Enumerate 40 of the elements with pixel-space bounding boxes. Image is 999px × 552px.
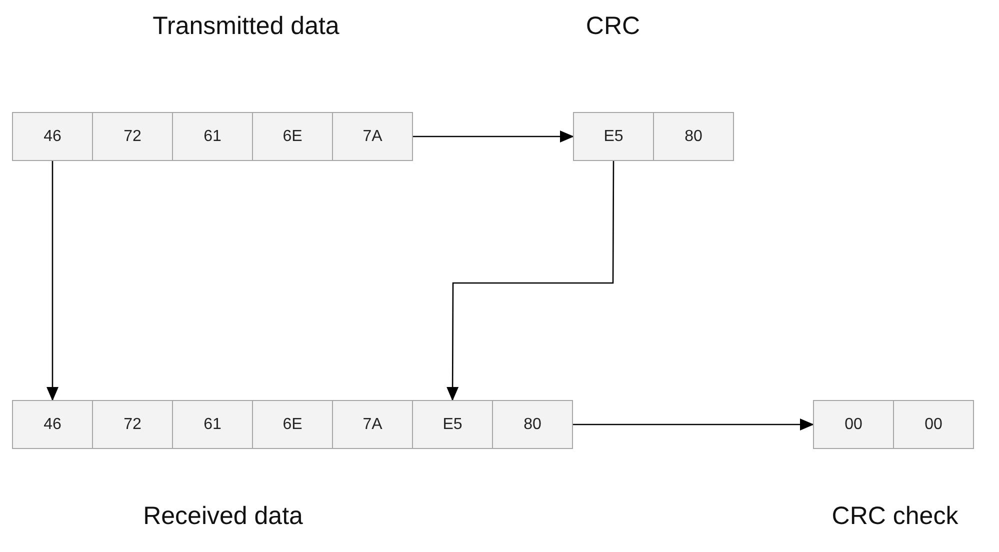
- byte-value: 7A: [362, 416, 382, 434]
- arrow: [446, 161, 614, 401]
- byte-value: 6E: [282, 128, 302, 146]
- byte-value: E5: [442, 416, 462, 434]
- byte-value: 72: [124, 128, 142, 146]
- byte-value: 00: [924, 416, 942, 434]
- data-byte-cell: [12, 112, 93, 161]
- data-byte-cell: [573, 112, 654, 161]
- arrow: [46, 161, 58, 401]
- data-byte-cell: [412, 400, 493, 449]
- data-byte-cell: [813, 400, 894, 449]
- byte-value: E5: [604, 128, 624, 146]
- data-byte-cell: [653, 112, 734, 161]
- byte-value: 7A: [362, 128, 382, 146]
- data-byte-cell: [172, 112, 253, 161]
- data-byte-cell: [12, 400, 93, 449]
- byte-value: 6E: [282, 416, 302, 434]
- row-heading: Transmitted data: [152, 12, 340, 41]
- arrow: [573, 418, 814, 430]
- data-byte-cell: [893, 400, 974, 449]
- byte-value: 80: [684, 128, 702, 146]
- byte-value: 61: [204, 128, 222, 146]
- row-heading: Received data: [143, 502, 303, 531]
- byte-value: 80: [524, 416, 542, 434]
- row-heading: CRC: [586, 12, 640, 41]
- byte-value: 46: [44, 128, 62, 146]
- data-byte-cell: [252, 112, 333, 161]
- data-byte-cell: [92, 400, 173, 449]
- byte-value: 72: [124, 416, 142, 434]
- data-byte-cell: [172, 400, 253, 449]
- data-byte-cell: [332, 400, 413, 449]
- data-byte-cell: [492, 400, 573, 449]
- arrow: [413, 130, 574, 142]
- byte-value: 46: [44, 416, 62, 434]
- byte-value: 00: [844, 416, 862, 434]
- data-byte-cell: [332, 112, 413, 161]
- row-heading: CRC check: [832, 502, 958, 531]
- data-byte-cell: [92, 112, 173, 161]
- data-byte-cell: [252, 400, 333, 449]
- byte-value: 61: [204, 416, 222, 434]
